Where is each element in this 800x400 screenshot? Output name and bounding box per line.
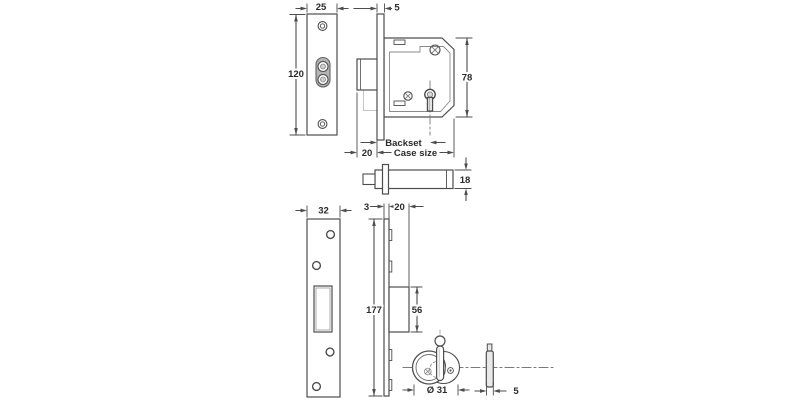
keyhole-inner bbox=[426, 91, 433, 98]
screw-hole bbox=[317, 21, 328, 31]
screw-hole-inner bbox=[319, 121, 326, 127]
cylinder-hole-inner bbox=[320, 63, 326, 70]
dim-label-20-bolt: 20 bbox=[394, 202, 405, 213]
dim-label-backset: Backset bbox=[385, 138, 422, 149]
dim-thumbturn-thickness: 5 bbox=[474, 382, 519, 397]
dim-label-78: 78 bbox=[462, 73, 473, 84]
bolt-cutout bbox=[313, 285, 333, 333]
dim-faceplate-thickness: 5 bbox=[353, 3, 400, 14]
tab bbox=[388, 229, 393, 241]
deadbolt-stem bbox=[362, 173, 376, 186]
lock-front-view bbox=[383, 218, 410, 397]
turn-knob-lever bbox=[436, 345, 445, 382]
bolt-hidden-outline bbox=[363, 89, 378, 111]
dim-thumbturn-diameter: Ø 31 bbox=[402, 384, 470, 396]
screw-hole-inner bbox=[319, 23, 326, 29]
strike-plate bbox=[306, 218, 341, 398]
dim-label-25: 25 bbox=[316, 2, 327, 13]
screw-hole bbox=[325, 229, 336, 240]
dim-label-dia-31: Ø 31 bbox=[427, 385, 448, 396]
screw-hole bbox=[317, 119, 328, 129]
thumbturn-front-view bbox=[402, 329, 554, 385]
dim-forend-width: 25 bbox=[295, 2, 349, 13]
faceplate-side bbox=[376, 13, 385, 141]
screw-hole bbox=[325, 347, 335, 357]
case-slot-top bbox=[393, 39, 406, 45]
dim-strike-width: 32 bbox=[295, 206, 352, 218]
keyhole-slot bbox=[426, 96, 434, 112]
fixing-boss-cross bbox=[404, 92, 412, 100]
lock-case-side-view bbox=[356, 13, 455, 141]
escutcheon-screw bbox=[447, 367, 454, 374]
dim-backset: Backset bbox=[360, 138, 446, 149]
escutcheon-side-profile bbox=[485, 350, 494, 388]
cylinder-hole-inner bbox=[320, 76, 326, 83]
fixing-boss bbox=[429, 44, 441, 56]
dim-bolt-height: 56 bbox=[410, 286, 424, 333]
fixing-boss bbox=[403, 91, 413, 101]
phillips-screw bbox=[423, 367, 432, 376]
case-slot-bottom bbox=[393, 100, 406, 106]
dim-label-177: 177 bbox=[366, 305, 382, 316]
faceplate-edge bbox=[383, 218, 390, 397]
deadbolt-flange bbox=[381, 163, 390, 195]
case-inner-outline bbox=[389, 46, 451, 112]
dim-front-thickness-and-bolt-width: 3 20 bbox=[364, 202, 424, 288]
dim-case-height: 78 bbox=[455, 37, 474, 118]
dim-label-bolt-throw: 20 bbox=[362, 148, 373, 159]
dim-label-32: 32 bbox=[318, 206, 329, 217]
deadbolt-front bbox=[388, 286, 410, 333]
strike-plate-front-view bbox=[306, 218, 341, 398]
dim-case-size: 20 Case size bbox=[344, 92, 455, 159]
dim-label-case-size: Case size bbox=[394, 148, 437, 159]
screw-hole bbox=[311, 260, 322, 271]
dim-label-18: 18 bbox=[460, 175, 471, 186]
dim-label-120: 120 bbox=[288, 69, 304, 80]
dim-front-height: 177 bbox=[364, 218, 384, 397]
dim-forend-height: 120 bbox=[286, 13, 306, 136]
dim-label-3: 3 bbox=[364, 202, 369, 213]
fixing-boss-cross bbox=[431, 46, 439, 54]
dim-label-5: 5 bbox=[394, 3, 400, 14]
dim-label-5-side: 5 bbox=[513, 386, 519, 397]
dim-deadbolt-diameter: 18 bbox=[454, 157, 472, 202]
tab bbox=[388, 349, 393, 361]
tab bbox=[388, 379, 393, 391]
bolt-cutout-inner bbox=[315, 287, 331, 331]
thumbturn-side-view bbox=[485, 343, 494, 388]
escutcheon-screw-dot bbox=[449, 369, 452, 372]
dim-label-56: 56 bbox=[412, 305, 423, 316]
deadbolt-side-view bbox=[362, 163, 454, 195]
phillips-screw-cross bbox=[424, 368, 431, 375]
tab bbox=[388, 260, 393, 273]
screw-hole bbox=[311, 381, 322, 392]
forend-front-view bbox=[306, 13, 338, 136]
turn-knob-ball bbox=[434, 335, 446, 347]
